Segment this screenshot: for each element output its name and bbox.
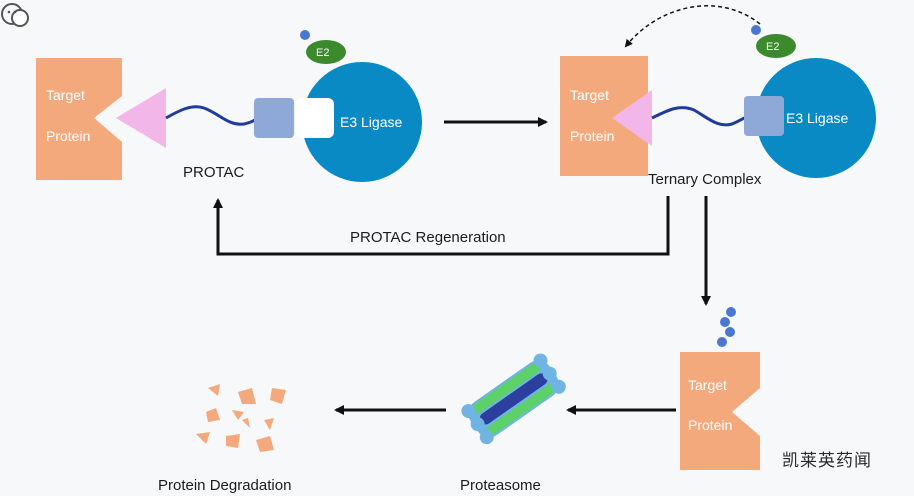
proteasome-label: Proteasome [460, 477, 541, 494]
target-protein-ternary: Target Protein [560, 56, 648, 176]
ubiquitin-transfer-arrow [624, 5, 761, 48]
e3-ligase-ternary-label: E3 Ligase [786, 110, 848, 126]
protac-linker-ternary [651, 106, 751, 127]
ubiquitin-chain [717, 307, 736, 347]
e2-ternary: E2 [751, 25, 796, 58]
protein-degradation-label: Protein Degradation [158, 477, 291, 494]
protac-label: PROTAC [183, 164, 245, 181]
e2-left-label: E2 [316, 47, 329, 59]
protac-warhead-ternary [612, 90, 652, 146]
watermark-text: 凯莱英药闻 [782, 451, 872, 471]
wechat-logo-icon [1, 3, 29, 27]
e3-ligase-left-label: E3 Ligase [340, 114, 402, 130]
target-protein-ubiquitinated: Target Protein [680, 352, 760, 470]
protac-warhead [116, 88, 166, 148]
target-protein-ternary-label-2: Protein [570, 128, 614, 144]
target-protein-left-label-2: Protein [46, 128, 90, 144]
e3-ligase-ternary: E3 Ligase [744, 58, 876, 178]
protac-regeneration-arrow [213, 196, 670, 256]
e2-left: E2 [300, 30, 346, 64]
target-protein-left-label-1: Target [46, 87, 85, 103]
target-protein-ub-label-2: Protein [688, 417, 732, 433]
ubiquitin-icon [300, 30, 310, 40]
e2-ternary-label: E2 [766, 41, 779, 53]
protac-anchor [254, 98, 294, 138]
ternary-complex-label: Ternary Complex [648, 171, 762, 188]
protac-regeneration-label: PROTAC Regeneration [350, 229, 506, 246]
target-protein-ub-label-1: Target [688, 377, 727, 393]
protac-linker [165, 105, 267, 126]
target-protein-ternary-label-1: Target [570, 87, 609, 103]
e3-ligase-left: E3 Ligase [296, 62, 422, 182]
proteasome-icon [461, 353, 566, 445]
protein-fragments [196, 384, 286, 452]
target-protein-left: Target Protein [36, 58, 122, 180]
ubiquitin-icon [751, 25, 761, 35]
protac-molecule [116, 88, 294, 148]
